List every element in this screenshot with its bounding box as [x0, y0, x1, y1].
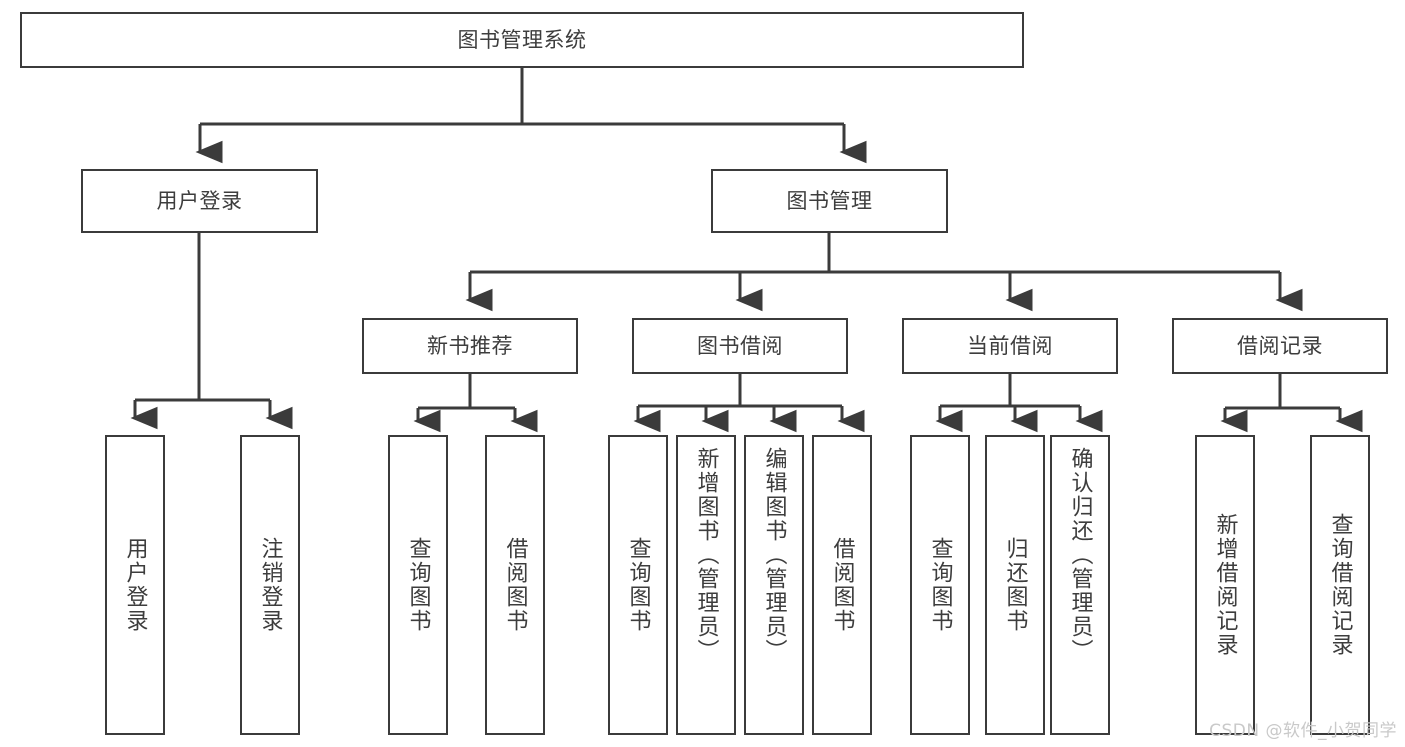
- csdn-watermark: CSDN @软件_小贺同学: [1209, 721, 1397, 741]
- node-leaf-query-book-3-label: 查询图书: [927, 537, 953, 633]
- node-root[interactable]: 图书管理系统: [20, 12, 1024, 68]
- node-leaf-borrow-book-2-label: 借阅图书: [829, 537, 855, 633]
- node-user-login[interactable]: 用户登录: [81, 169, 318, 233]
- node-leaf-add-book-label: 新增图书（管理员）: [693, 447, 719, 663]
- edge-group-new-book-rec: [413, 374, 538, 433]
- node-leaf-add-record[interactable]: 新增借阅记录: [1195, 435, 1255, 735]
- node-current-borrow[interactable]: 当前借阅: [902, 318, 1118, 374]
- node-leaf-user-logout-label: 注销登录: [257, 537, 283, 633]
- node-borrow-record-label: 借阅记录: [1237, 333, 1323, 358]
- node-user-login-label: 用户登录: [156, 188, 243, 213]
- node-leaf-borrow-book-1-label: 借阅图书: [502, 537, 528, 633]
- node-new-book-rec[interactable]: 新书推荐: [362, 318, 578, 374]
- node-leaf-return-book-label: 归还图书: [1002, 537, 1028, 633]
- node-leaf-edit-book[interactable]: 编辑图书（管理员）: [744, 435, 804, 735]
- edge-group-borrow-record: [1220, 374, 1363, 433]
- node-leaf-confirm-return[interactable]: 确认归还（管理员）: [1050, 435, 1110, 735]
- node-current-borrow-label: 当前借阅: [967, 333, 1053, 358]
- edge-group-current-borrow: [935, 374, 1103, 433]
- node-leaf-query-book-2-label: 查询图书: [625, 537, 651, 633]
- node-leaf-borrow-book-1[interactable]: 借阅图书: [485, 435, 545, 735]
- node-leaf-confirm-return-label: 确认归还（管理员）: [1067, 447, 1093, 663]
- node-leaf-return-book[interactable]: 归还图书: [985, 435, 1045, 735]
- node-leaf-add-book[interactable]: 新增图书（管理员）: [676, 435, 736, 735]
- node-book-manage[interactable]: 图书管理: [711, 169, 948, 233]
- node-leaf-add-record-label: 新增借阅记录: [1212, 513, 1238, 657]
- node-leaf-borrow-book-2[interactable]: 借阅图书: [812, 435, 872, 735]
- node-leaf-query-record[interactable]: 查询借阅记录: [1310, 435, 1370, 735]
- node-book-manage-label: 图书管理: [786, 188, 873, 213]
- node-leaf-query-record-label: 查询借阅记录: [1327, 513, 1353, 657]
- node-borrow-record[interactable]: 借阅记录: [1172, 318, 1388, 374]
- node-book-borrow[interactable]: 图书借阅: [632, 318, 848, 374]
- node-root-label: 图书管理系统: [457, 27, 587, 52]
- node-leaf-user-logout[interactable]: 注销登录: [240, 435, 300, 735]
- node-leaf-user-login[interactable]: 用户登录: [105, 435, 165, 735]
- edge-group-book-manage: [465, 233, 1303, 312]
- node-leaf-edit-book-label: 编辑图书（管理员）: [761, 447, 787, 663]
- node-leaf-user-login-label: 用户登录: [122, 537, 148, 633]
- node-new-book-rec-label: 新书推荐: [427, 333, 513, 358]
- node-leaf-query-book-2[interactable]: 查询图书: [608, 435, 668, 735]
- edge-group-root: [195, 68, 867, 164]
- node-book-borrow-label: 图书借阅: [697, 333, 783, 358]
- edge-group-book-borrow: [633, 374, 865, 433]
- node-leaf-query-book-1[interactable]: 查询图书: [388, 435, 448, 735]
- edge-group-user-login: [130, 233, 293, 430]
- node-leaf-query-book-3[interactable]: 查询图书: [910, 435, 970, 735]
- node-leaf-query-book-1-label: 查询图书: [405, 537, 431, 633]
